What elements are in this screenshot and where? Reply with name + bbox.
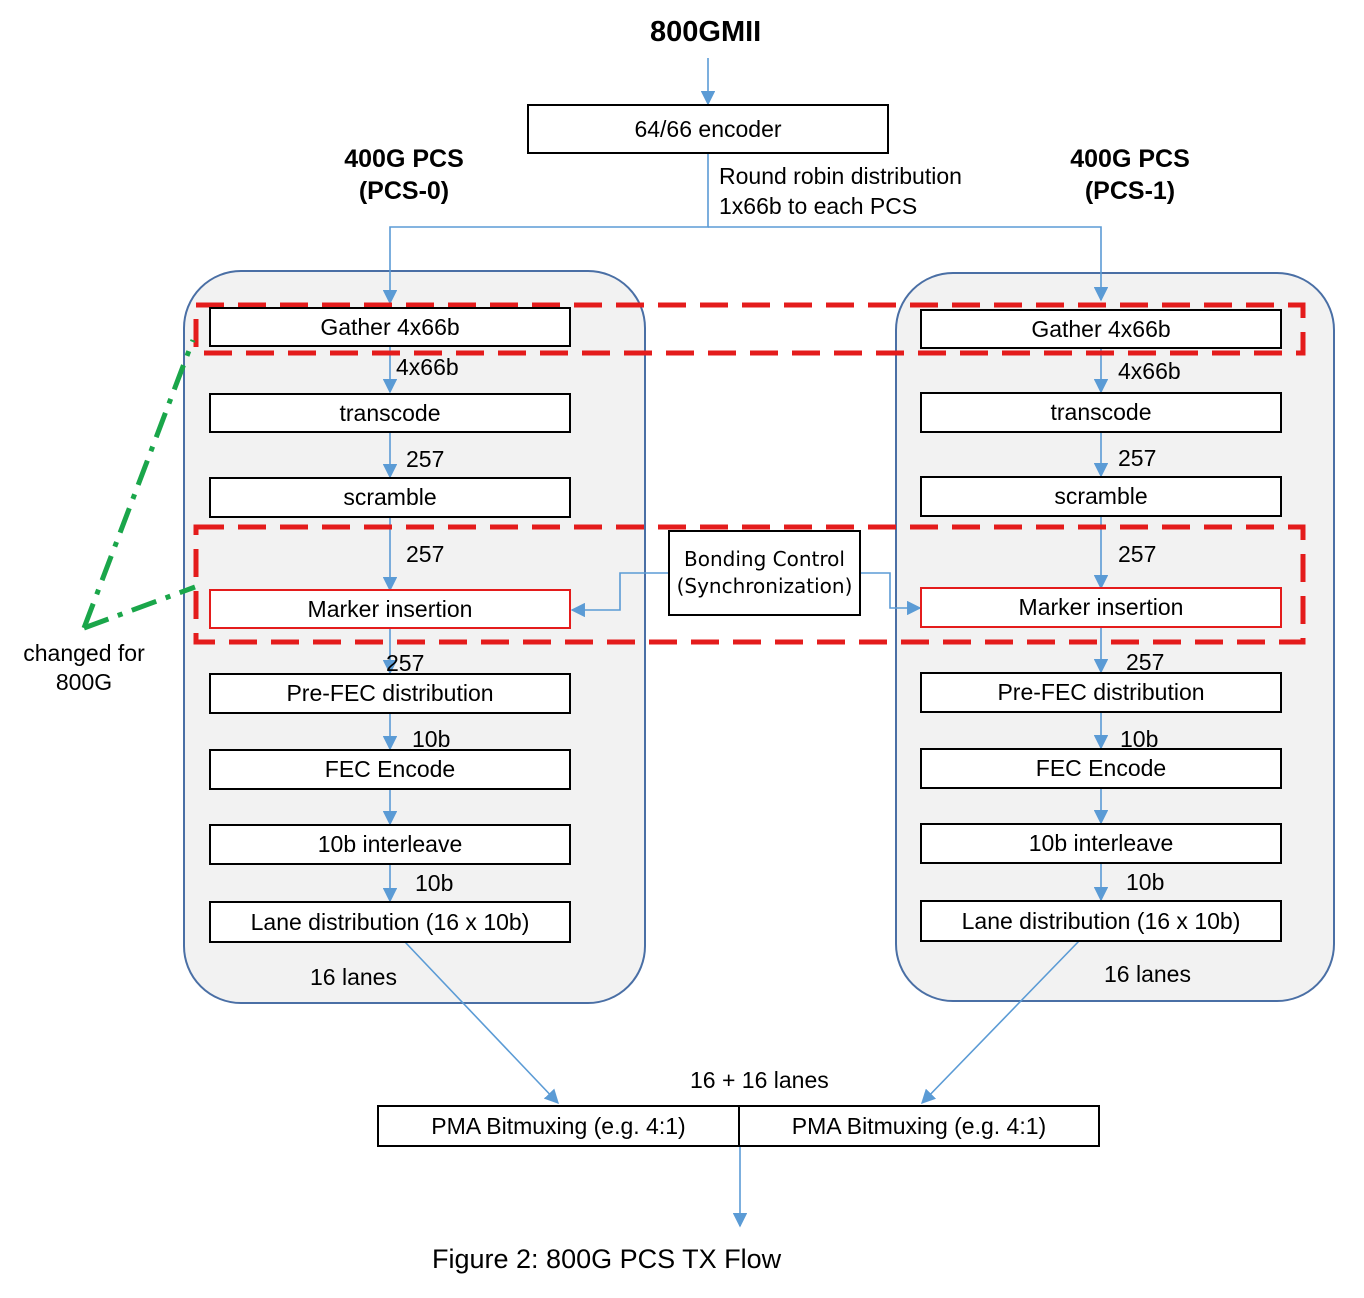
total-lanes-label: 16 + 16 lanes [690, 1067, 829, 1093]
pcs1-width-label: 257 [1118, 445, 1157, 471]
changed-note-line1: changed for [23, 640, 145, 666]
pcs-0-header-line1: 400G PCS [344, 145, 464, 173]
pcs1-width-label: 10b [1120, 726, 1159, 752]
changed-note-line2: 800G [55, 669, 113, 695]
figure-caption: Figure 2: 800G PCS TX Flow [432, 1244, 782, 1274]
pcs-1-header: 400G PCS (PCS-1) [1030, 143, 1230, 207]
pcs1-width-label: 4x66b [1118, 358, 1181, 384]
encoder-box: 64/66 encoder [527, 104, 889, 154]
distribution-note-line1: Round robin distribution [719, 163, 962, 189]
pcs0-fec-box: FEC Encode [209, 749, 571, 790]
pcs0-marker-box: Marker insertion [209, 589, 571, 629]
pcs0-lanes-label: 16 lanes [310, 964, 397, 990]
bonding-control-line1: Bonding Control [684, 547, 845, 571]
callout-line-upper [81, 339, 196, 629]
encoder-split-line-right [708, 226, 1109, 302]
pcs1-lane-dist-box: Lane distribution (16 x 10b) [920, 900, 1282, 942]
pcs0-transcode-box: transcode [209, 393, 571, 433]
pcs0-scramble-box: scramble [209, 477, 571, 518]
pcs0-width-label: 10b [412, 726, 451, 752]
pcs-1-header-line1: 400G PCS [1070, 145, 1190, 173]
pcs0-width-label: 10b [415, 870, 454, 896]
callout-line-lower [83, 584, 196, 631]
pcs1-to-pma-arrow [920, 939, 1081, 1105]
pcs1-scramble-box: scramble [920, 476, 1282, 517]
pma-bitmux-right-box: PMA Bitmuxing (e.g. 4:1) [738, 1105, 1100, 1147]
pcs1-width-label: 257 [1118, 541, 1157, 567]
pcs1-marker-box: Marker insertion [920, 587, 1282, 628]
changed-note: changed for 800G [14, 639, 154, 697]
pcs0-width-label: 257 [406, 446, 445, 472]
pcs1-width-label: 10b [1126, 869, 1165, 895]
encoder-split-line [382, 153, 709, 305]
pcs-0-header-line2: (PCS-0) [358, 177, 450, 205]
bonding-control-box: Bonding Control (Synchronization) [668, 530, 861, 616]
pcs0-prefec-box: Pre-FEC distribution [209, 673, 571, 714]
pcs1-fec-box: FEC Encode [920, 748, 1282, 789]
pcs0-to-pma-arrow [404, 941, 559, 1105]
marker-highlight [193, 524, 1306, 645]
pcs0-width-label: 257 [406, 541, 445, 567]
pcs1-prefec-box: Pre-FEC distribution [920, 672, 1282, 713]
pcs0-interleave-box: 10b interleave [209, 824, 571, 865]
pcs-1-header-line2: (PCS-1) [1084, 177, 1176, 205]
pcs-0-panel [183, 270, 646, 1004]
pcs1-lanes-label: 16 lanes [1104, 961, 1191, 987]
distribution-note-line2: 1x66b to each PCS [719, 193, 918, 219]
pcs0-width-label: 4x66b [396, 354, 459, 380]
pcs1-interleave-box: 10b interleave [920, 823, 1282, 864]
pcs1-gather-box: Gather 4x66b [920, 309, 1282, 349]
pcs1-width-label: 257 [1126, 649, 1165, 675]
bonding-control-line2: (Synchronization) [676, 574, 853, 598]
diagram-title: 800GMII [650, 16, 762, 48]
pcs0-gather-box: Gather 4x66b [209, 307, 571, 347]
pcs0-lane-dist-box: Lane distribution (16 x 10b) [209, 901, 571, 943]
bonding-to-marker-right [860, 572, 922, 616]
pcs-0-header: 400G PCS (PCS-0) [304, 143, 504, 207]
gather-highlight [193, 302, 1306, 356]
pma-bitmux-left-box: PMA Bitmuxing (e.g. 4:1) [377, 1105, 740, 1147]
pcs0-width-label: 257 [386, 650, 425, 676]
bonding-to-marker-left [570, 572, 668, 618]
pcs1-transcode-box: transcode [920, 392, 1282, 433]
